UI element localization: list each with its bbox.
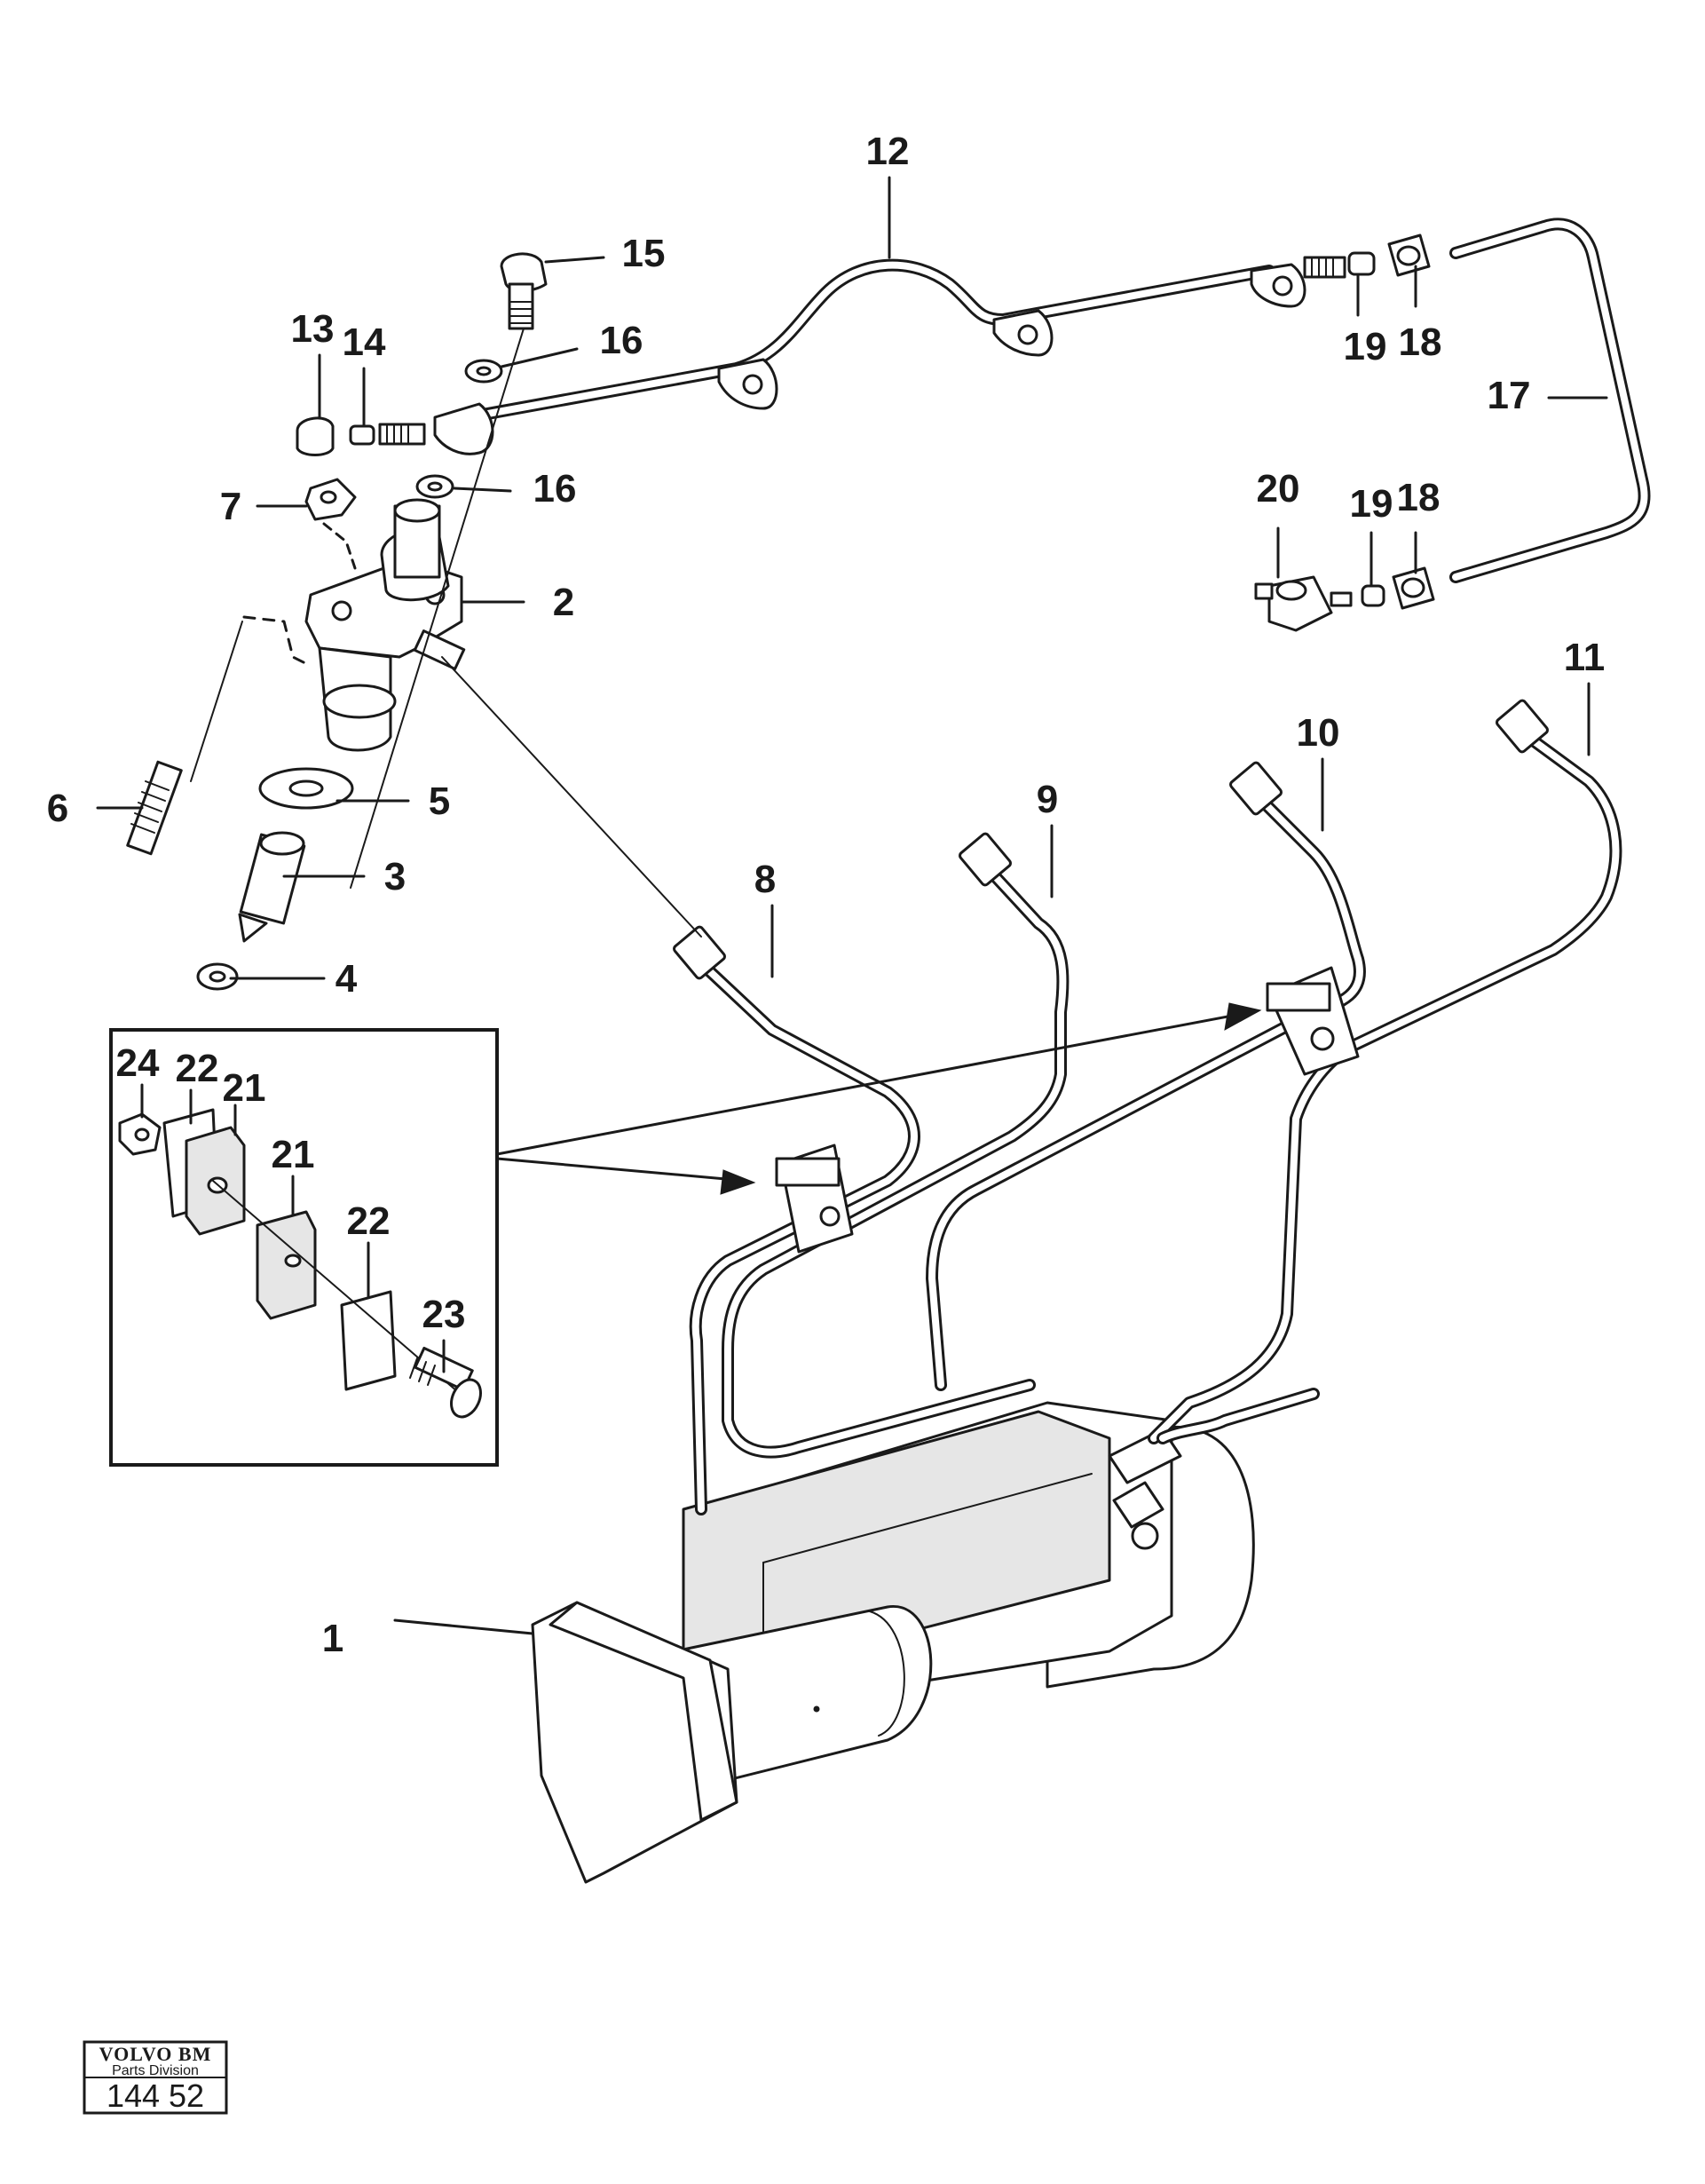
leak-off-line: [438, 256, 1346, 428]
callout-18-lower: 18: [1397, 476, 1441, 519]
stamp-number: 144 52: [107, 2077, 204, 2114]
injector-assembly: [126, 252, 702, 991]
parts-division-stamp: VOLVO BM Parts Division 144 52: [83, 2040, 228, 2115]
callout-7: 7: [220, 485, 241, 528]
callout-15: 15: [622, 232, 666, 275]
callout-1: 1: [322, 1617, 343, 1660]
callout-17: 17: [1488, 374, 1531, 417]
callout-24: 24: [116, 1041, 160, 1085]
callout-12: 12: [866, 130, 910, 173]
callout-2: 2: [553, 581, 574, 624]
callout-labels: 1 2 3 4 5 6 7 8 9 10 11 12 13 14 15 16 1…: [47, 130, 1606, 1660]
lower-fittings: [1254, 566, 1435, 632]
callout-4: 4: [335, 957, 358, 1001]
callout-23: 23: [422, 1293, 466, 1336]
stamp-brand: VOLVO BM: [99, 2043, 212, 2065]
upper-fittings: [1347, 233, 1431, 277]
return-pipe: [1449, 218, 1651, 583]
callout-3: 3: [384, 855, 406, 898]
clamp-detail-inset: [109, 1028, 499, 1467]
callout-13: 13: [291, 307, 335, 351]
callout-8: 8: [754, 858, 776, 901]
callout-6: 6: [47, 787, 68, 830]
pipe-clamp-upper: [1266, 966, 1360, 1076]
stamp-division: Parts Division: [112, 2063, 199, 2078]
callout-20: 20: [1257, 467, 1300, 510]
delivery-pipes: [673, 699, 1622, 1515]
callout-19-upper: 19: [1344, 325, 1387, 368]
callout-21-left: 21: [223, 1066, 266, 1110]
callout-21-right: 21: [272, 1133, 315, 1176]
callout-10: 10: [1297, 711, 1340, 755]
clamp-arrows: [495, 1002, 1262, 1195]
callout-16-upper: 16: [600, 319, 643, 362]
callout-14: 14: [343, 320, 386, 364]
callout-22-right: 22: [347, 1199, 391, 1243]
callout-11: 11: [1564, 636, 1606, 679]
callout-18-upper: 18: [1399, 320, 1442, 364]
callout-9: 9: [1037, 778, 1058, 821]
callout-22-left: 22: [176, 1047, 219, 1090]
leader-lines: [96, 176, 1608, 1635]
pipe-clamp-lower: [775, 1143, 854, 1254]
callout-16-lower: 16: [533, 467, 577, 510]
callout-5: 5: [429, 779, 450, 823]
callout-19-lower: 19: [1350, 482, 1393, 526]
injection-pump: [531, 1401, 1255, 1884]
